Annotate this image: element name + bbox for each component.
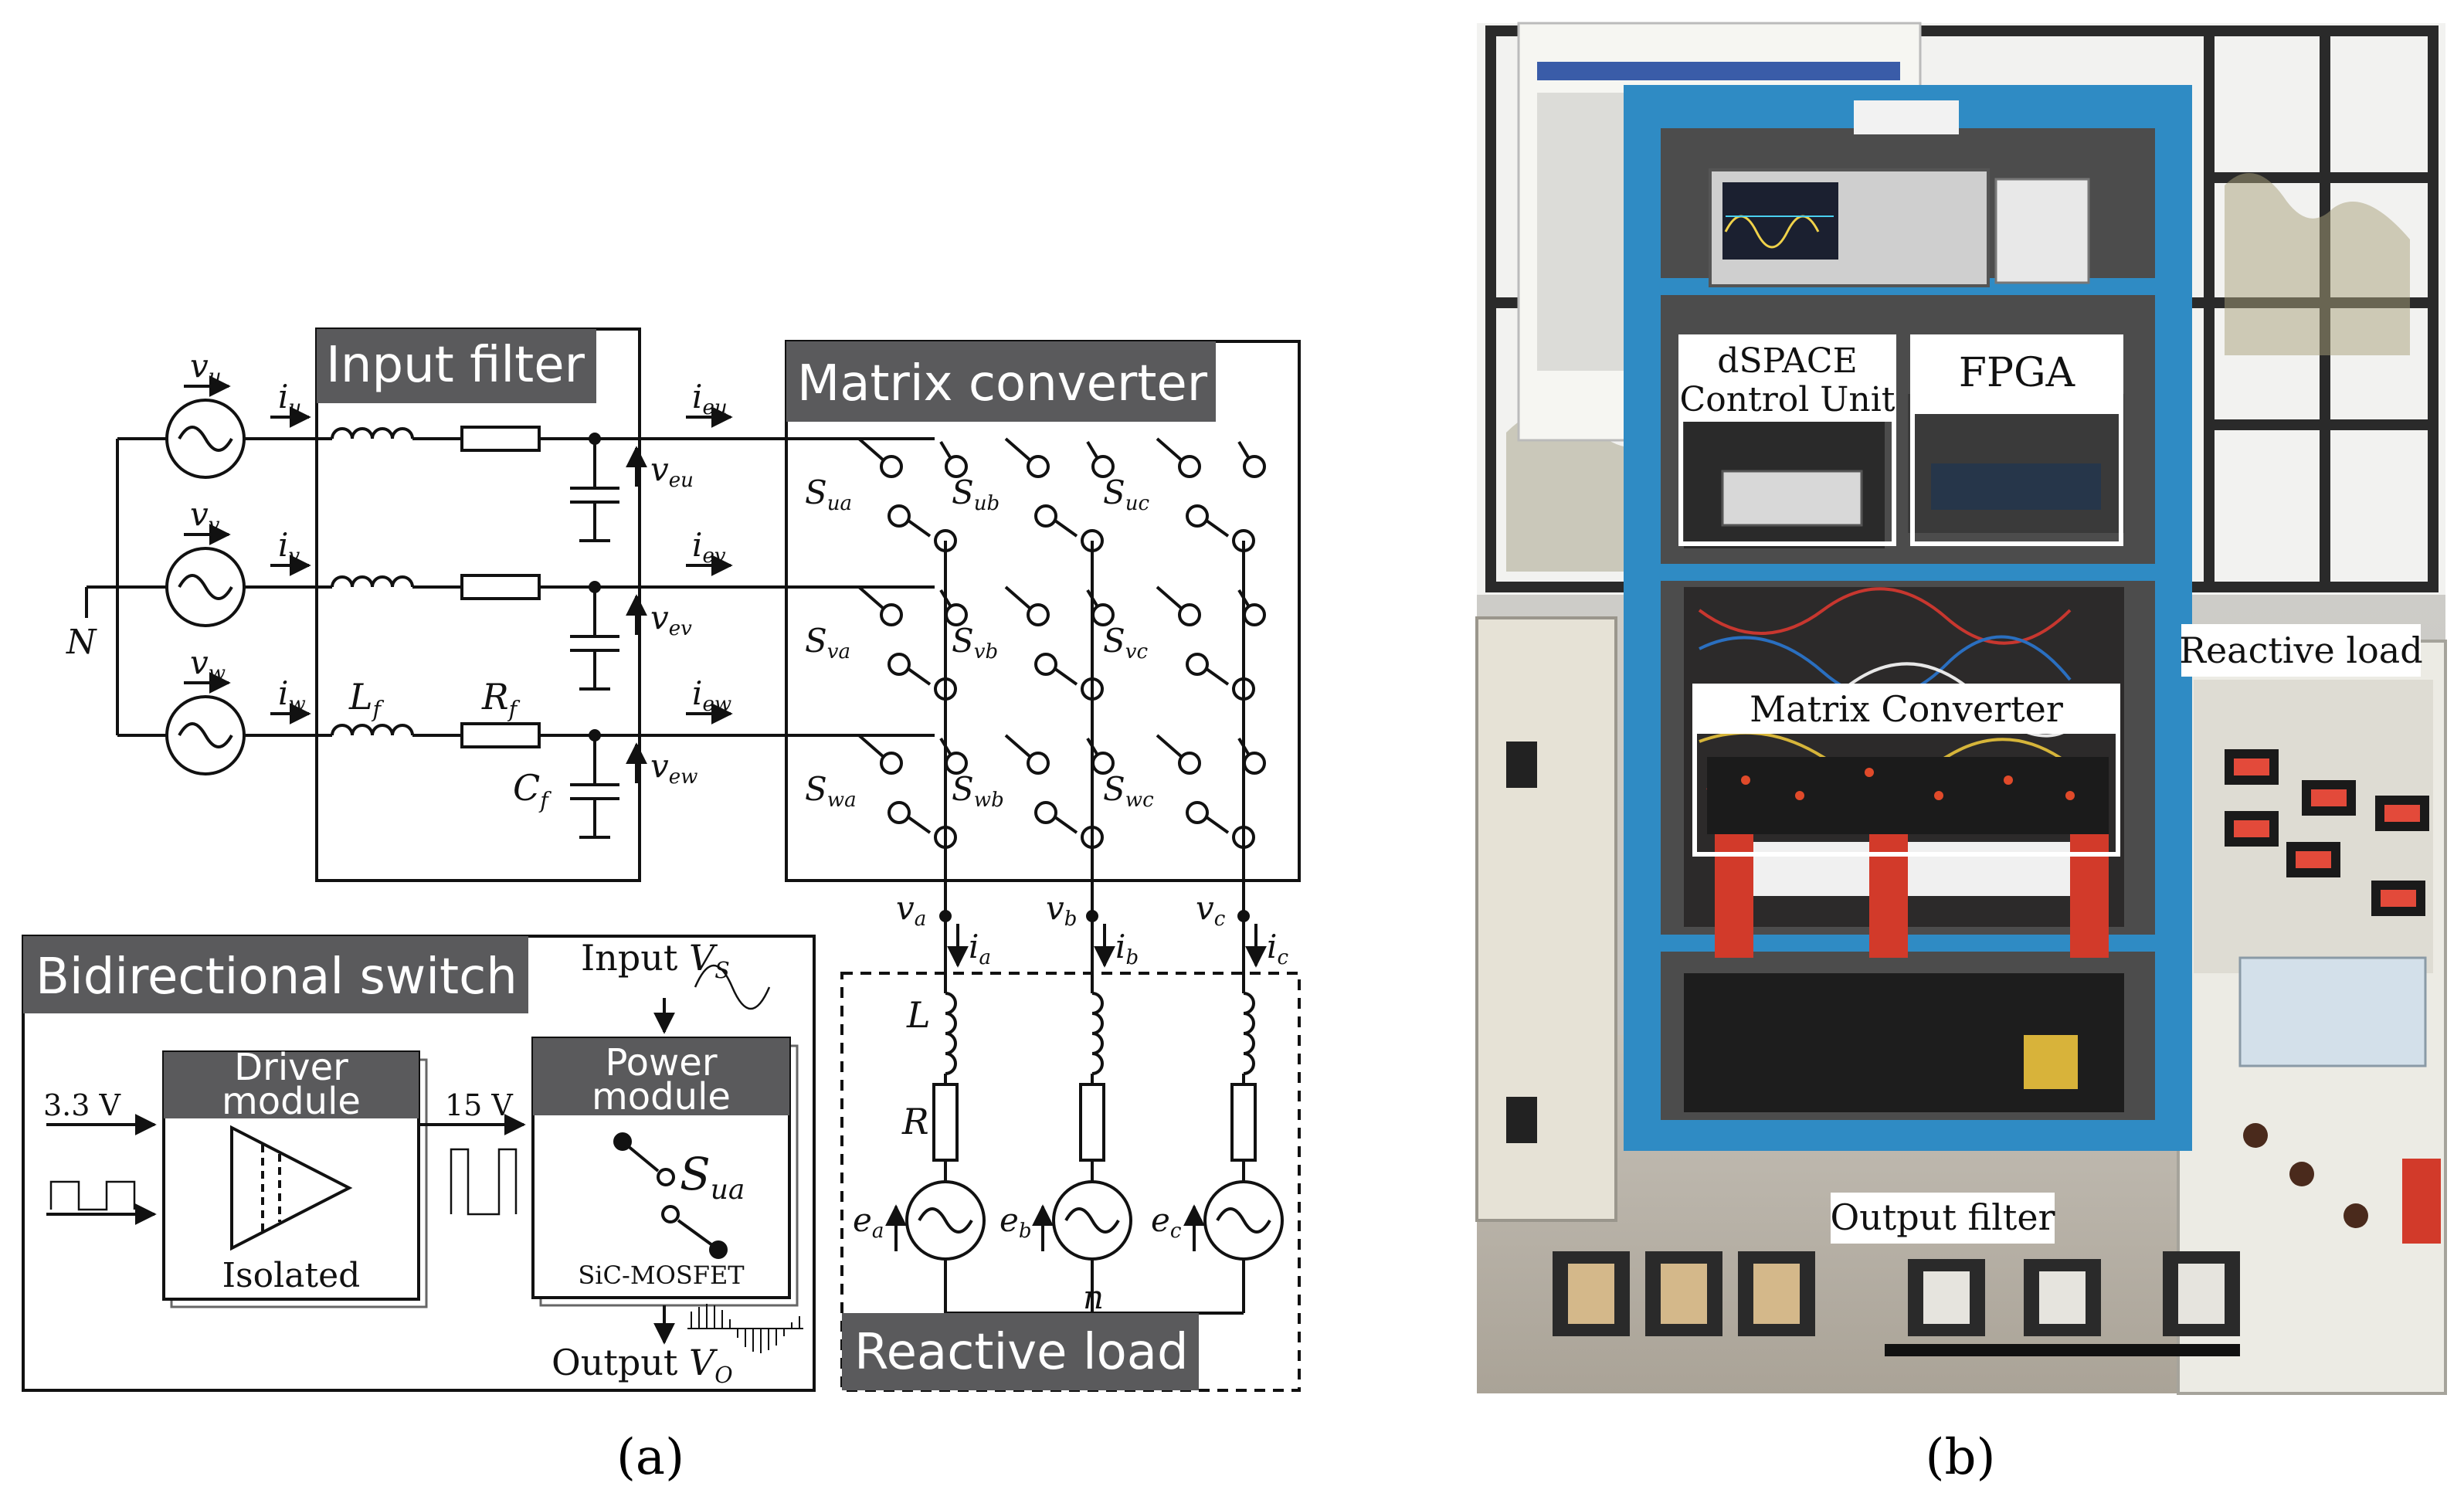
phase-lines bbox=[244, 406, 935, 748]
vc-label: vc bbox=[1196, 889, 1226, 931]
vb-label: vb bbox=[1046, 889, 1077, 931]
matrix-converter-title: Matrix converter bbox=[797, 355, 1208, 412]
driver-module-title-1: Driver bbox=[234, 1046, 348, 1089]
rack bbox=[1624, 85, 2192, 1151]
ac-source-v bbox=[165, 547, 246, 627]
output-filter-transformers bbox=[1553, 1251, 2240, 1356]
switch-label-wb: Swb bbox=[952, 770, 1004, 812]
source-w-label: vw bbox=[190, 643, 226, 685]
switch-matrix bbox=[857, 437, 1266, 849]
left-cabinet bbox=[1475, 616, 1617, 1222]
bidirectional-switch-title: Bidirectional switch bbox=[36, 949, 518, 1006]
reactive-load-title: Reactive load bbox=[854, 1324, 1189, 1381]
power-switch-label: Sua bbox=[680, 1148, 745, 1206]
isolated-label: Isolated bbox=[222, 1256, 361, 1295]
caption-a: (a) bbox=[616, 1429, 684, 1486]
fpga-label: FPGA bbox=[1959, 350, 2076, 396]
ve-w-label: vew bbox=[650, 747, 697, 789]
switch-uc bbox=[1156, 437, 1266, 552]
switch-vb bbox=[1004, 585, 1115, 701]
driver-module-title-2: module bbox=[222, 1080, 361, 1123]
rf-label: Rf bbox=[481, 676, 521, 722]
switch-label-vb: Svb bbox=[952, 622, 998, 663]
mid-voltage-label: 15 V bbox=[445, 1088, 513, 1122]
switch-label-ub: Sub bbox=[952, 473, 1000, 515]
switch-ub bbox=[1004, 437, 1115, 552]
current-v-label: iv bbox=[278, 526, 300, 568]
matrix-converter-photo-label: Matrix Converter bbox=[1750, 688, 2063, 730]
output-filter-photo-label: Output filter bbox=[1830, 1196, 2055, 1238]
ic-label: ic bbox=[1267, 928, 1288, 969]
switch-label-vc: Svc bbox=[1103, 622, 1148, 663]
switch-label-wa: Swa bbox=[805, 770, 857, 812]
cf-label: Cf bbox=[513, 767, 552, 813]
switch-ua bbox=[857, 437, 968, 552]
load-L-label: L bbox=[906, 994, 931, 1036]
ac-source-u bbox=[165, 399, 246, 479]
eb-label: eb bbox=[1000, 1201, 1032, 1243]
power-module-title-2: module bbox=[592, 1075, 731, 1118]
lf-label: Lf bbox=[348, 676, 385, 722]
ec-label: ec bbox=[1151, 1201, 1182, 1243]
neutral-N: N bbox=[66, 623, 97, 662]
switch-label-ua: Sua bbox=[805, 473, 852, 515]
power-module bbox=[531, 1037, 799, 1307]
source-v-label: vv bbox=[190, 495, 220, 537]
ea-label: ea bbox=[853, 1201, 884, 1243]
source-u-label: vu bbox=[190, 347, 222, 389]
dspace-label-1: dSPACE bbox=[1717, 341, 1857, 381]
ib-label: ib bbox=[1115, 928, 1139, 969]
load-branches bbox=[885, 984, 1284, 1315]
ia-label: ia bbox=[969, 928, 991, 969]
current-w-label: iw bbox=[278, 674, 306, 716]
schematic-labels: N vu vv vw iu iv iw ieu iev iew veu vev … bbox=[43, 347, 1288, 1388]
sic-mosfet-label: SiC-MOSFET bbox=[578, 1261, 745, 1290]
switch-wb bbox=[1004, 734, 1115, 849]
driver-module bbox=[162, 1050, 428, 1308]
current-u-label: iu bbox=[278, 378, 301, 419]
load-R-label: R bbox=[901, 1101, 929, 1142]
switch-va bbox=[857, 585, 968, 701]
output-columns bbox=[939, 541, 1267, 984]
caption-b: (b) bbox=[1926, 1429, 1996, 1486]
ie-w-label: iew bbox=[692, 674, 731, 716]
output-vo-label: Output VO bbox=[552, 1342, 733, 1388]
switch-label-uc: Suc bbox=[1103, 473, 1150, 515]
input-vs-label: Input VS bbox=[581, 937, 730, 983]
ie-v-label: iev bbox=[692, 526, 726, 568]
input-filter-title: Input filter bbox=[326, 337, 585, 394]
switch-wa bbox=[857, 734, 968, 849]
neutral-n-label: n bbox=[1083, 1278, 1104, 1316]
photo-labels: dSPACE Control Unit FPGA Matrix Converte… bbox=[1678, 334, 2423, 1244]
neutral-bus bbox=[85, 437, 168, 737]
ac-source-w bbox=[165, 695, 246, 775]
ve-v-label: vev bbox=[650, 599, 692, 640]
switch-label-wc: Swc bbox=[1103, 770, 1154, 812]
dspace-label-2: Control Unit bbox=[1680, 380, 1896, 419]
lab-photo bbox=[1475, 22, 2447, 1395]
va-label: va bbox=[896, 889, 926, 931]
switch-label-va: Sva bbox=[805, 622, 850, 663]
ve-u-label: veu bbox=[650, 450, 694, 492]
headers: Input filter Matrix converter Bidirectio… bbox=[23, 329, 1216, 1390]
switch-wc bbox=[1156, 734, 1266, 849]
in-voltage-label: 3.3 V bbox=[43, 1088, 121, 1122]
switch-vc bbox=[1156, 585, 1266, 701]
ie-u-label: ieu bbox=[692, 378, 728, 419]
reactive-load-photo-label: Reactive load bbox=[2179, 630, 2422, 671]
pwm-output-icon bbox=[687, 1304, 803, 1353]
power-module-title-1: Power bbox=[605, 1041, 717, 1084]
filter-capacitors bbox=[570, 433, 647, 839]
